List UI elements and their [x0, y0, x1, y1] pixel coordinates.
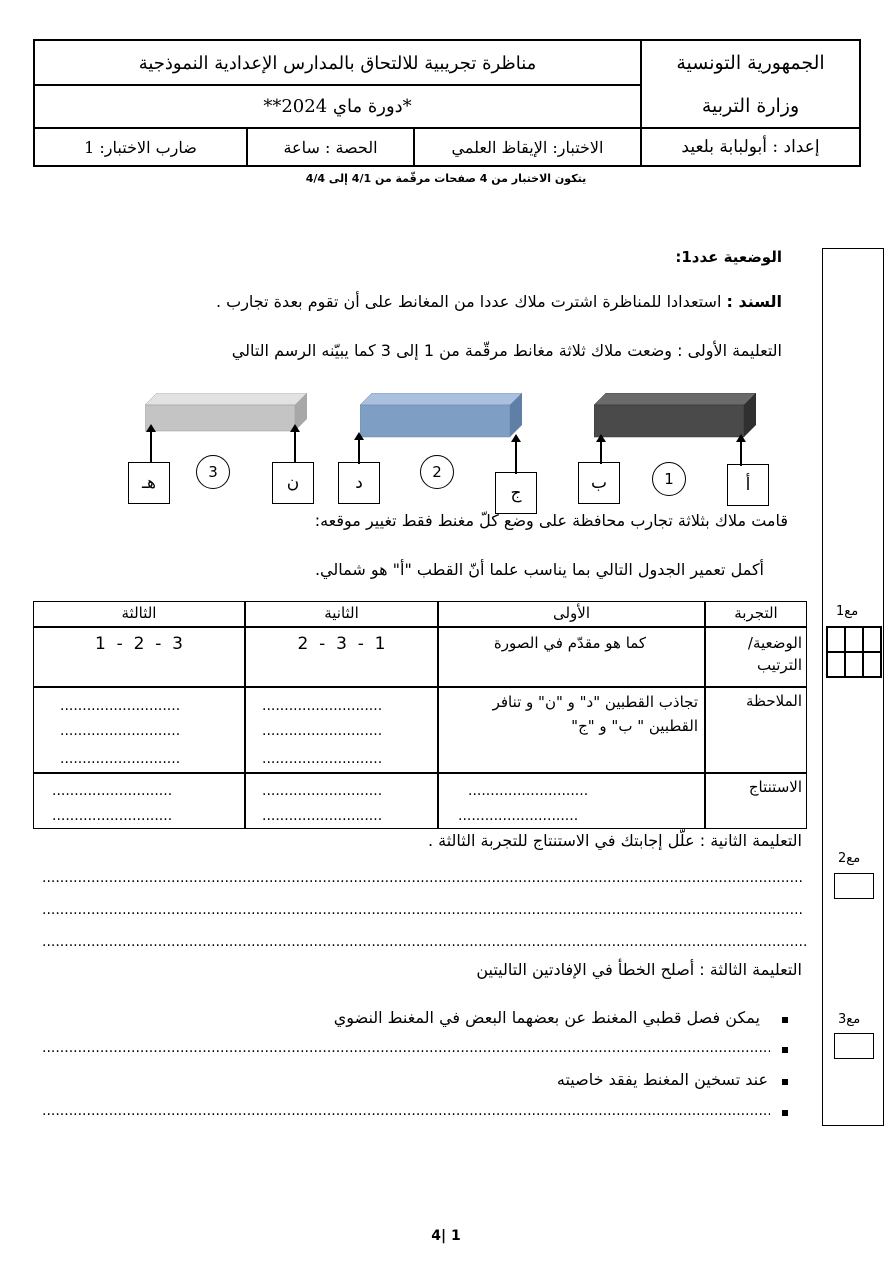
magnet-2-bar	[360, 393, 523, 438]
criterion-3-label: مع3	[838, 1012, 861, 1027]
magnet-3-number: 3	[196, 455, 230, 489]
magnet-1-number: 1	[652, 462, 686, 496]
header-third: الثالثة	[121, 604, 157, 622]
third-conclusion-line-1[interactable]: ...........................	[52, 783, 173, 799]
experiments-intro: قامت ملاك بثلاثة تجارب محافظة على وضع كل…	[314, 511, 788, 530]
magnet-1-bar	[594, 393, 757, 438]
header-table: الجمهورية التونسية وزارة التربية إعداد :…	[33, 39, 861, 167]
arrow-pole-alif	[737, 434, 745, 466]
first-conclusion-line-2[interactable]: ...........................	[458, 808, 579, 824]
row-conclusion-label: الاستنتاج	[748, 778, 802, 796]
contest-title: مناظرة تجريبية للالتحاق بالمدارس الإعداد…	[138, 52, 537, 74]
pole-alif-box: أ	[727, 464, 769, 506]
header-experiment: التجربة	[734, 604, 778, 622]
third-observation-line-2[interactable]: ...........................	[60, 723, 181, 739]
second-position-value: 1 - 3 - 2	[297, 634, 386, 654]
criterion-1-label: مع1	[836, 604, 859, 619]
second-observation-line-2[interactable]: ...........................	[262, 723, 383, 739]
pole-ba-box: ب	[578, 462, 620, 504]
criterion-3-score-box[interactable]	[834, 1033, 874, 1059]
first-conclusion-line-1[interactable]: ...........................	[468, 783, 589, 799]
pole-noon-box: ن	[272, 462, 314, 504]
page-number: 4| 1	[431, 1228, 461, 1244]
instruction-3: التعليمة الثالثة : أصلح الخطأ في الإفادت…	[476, 960, 802, 979]
statement-1: يمكن فصل قطبي المغنط عن بعضهما البعض في …	[333, 1008, 760, 1027]
row-observation-label: الملاحظة	[746, 692, 802, 710]
header-second: الثانية	[324, 604, 359, 622]
statement-2: عند تسخين المغنط يفقد خاصيته	[556, 1070, 768, 1089]
arrow-pole-ba	[597, 434, 605, 464]
second-observation-line-1[interactable]: ...........................	[262, 698, 383, 714]
second-conclusion-line-1[interactable]: ...........................	[262, 783, 383, 799]
statement-2-bullet	[782, 1079, 788, 1085]
second-conclusion-line-2[interactable]: ...........................	[262, 808, 383, 824]
experiments-table: التجربة الأولى الثانية الثالثة الوضعية/ …	[33, 601, 807, 829]
first-position-value: كما هو مقدّم في الصورة	[493, 634, 647, 652]
duration-label: الحصة : ساعة	[283, 137, 378, 157]
pole-jeem-box: ج	[495, 472, 537, 514]
support-text: استعدادا للمناظرة اشترت ملاك عددا من الم…	[215, 292, 727, 311]
justification-line-1[interactable]: ........................................…	[42, 870, 802, 886]
arrow-pole-heh	[147, 424, 155, 462]
row-position-label: الوضعية/ الترتيب	[747, 634, 802, 674]
prepared-by-label: إعداد : أبولبابة بلعيد	[681, 137, 820, 157]
second-observation-line-3[interactable]: ...........................	[262, 751, 383, 767]
correction-1-bullet	[782, 1047, 788, 1053]
third-conclusion-line-2[interactable]: ...........................	[52, 808, 173, 824]
magnet-2-number: 2	[420, 455, 454, 489]
situation-title: الوضعية عدد1:	[675, 248, 782, 266]
pole-dal-box: د	[338, 462, 380, 504]
republic-label: الجمهورية التونسية	[676, 52, 825, 74]
magnet-3-bar	[145, 393, 308, 432]
justification-line-3[interactable]: ........................................…	[42, 934, 808, 950]
correction-1-line[interactable]: ........................................…	[42, 1040, 770, 1056]
correction-2-line[interactable]: ........................................…	[42, 1103, 770, 1119]
justification-line-2[interactable]: ........................................…	[42, 902, 802, 918]
arrow-pole-noon	[291, 424, 299, 462]
ministry-label: وزارة التربية	[701, 95, 800, 117]
arrow-pole-dal	[355, 432, 363, 464]
third-observation-line-1[interactable]: ...........................	[60, 698, 181, 714]
third-observation-line-3[interactable]: ...........................	[60, 751, 181, 767]
criteria-sidebar	[822, 248, 884, 1126]
pole-heh-box: هـ	[128, 462, 170, 504]
complete-table-instruction: أكمل تعمير الجدول التالي بما يناسب علما …	[314, 560, 764, 579]
support-paragraph: السند : استعدادا للمناظرة اشترت ملاك عدد…	[216, 292, 782, 311]
correction-2-bullet	[782, 1110, 788, 1116]
statement-1-bullet	[782, 1017, 788, 1023]
session-label: *دورة ماي 2024**	[263, 96, 412, 117]
first-observation-value: تجاذب القطبين "د" و "ن" و تنافر القطبين …	[492, 693, 698, 735]
instruction-1: التعليمة الأولى : وضعت ملاك ثلاثة مغانط …	[231, 341, 782, 360]
support-label: السند :	[726, 292, 782, 311]
coefficient-label: ضارب الاختبار: 1	[84, 137, 197, 157]
instruction-2: التعليمة الثانية : علّل إجابتك في الاستن…	[427, 831, 802, 850]
arrow-pole-jeem	[512, 434, 520, 474]
page-count-note: يتكون الاختبار من 4 صفحات مرقّمة من 4/1 …	[305, 172, 587, 185]
header-first: الأولى	[552, 604, 591, 622]
third-position-value: 3 - 2 - 1	[95, 634, 183, 654]
criterion-2-score-box[interactable]	[834, 873, 874, 899]
criterion-1-score-grid[interactable]	[826, 626, 882, 678]
criterion-2-label: مع2	[838, 851, 861, 866]
subject-label: الاختبار: الإيقاظ العلمي	[451, 137, 604, 157]
